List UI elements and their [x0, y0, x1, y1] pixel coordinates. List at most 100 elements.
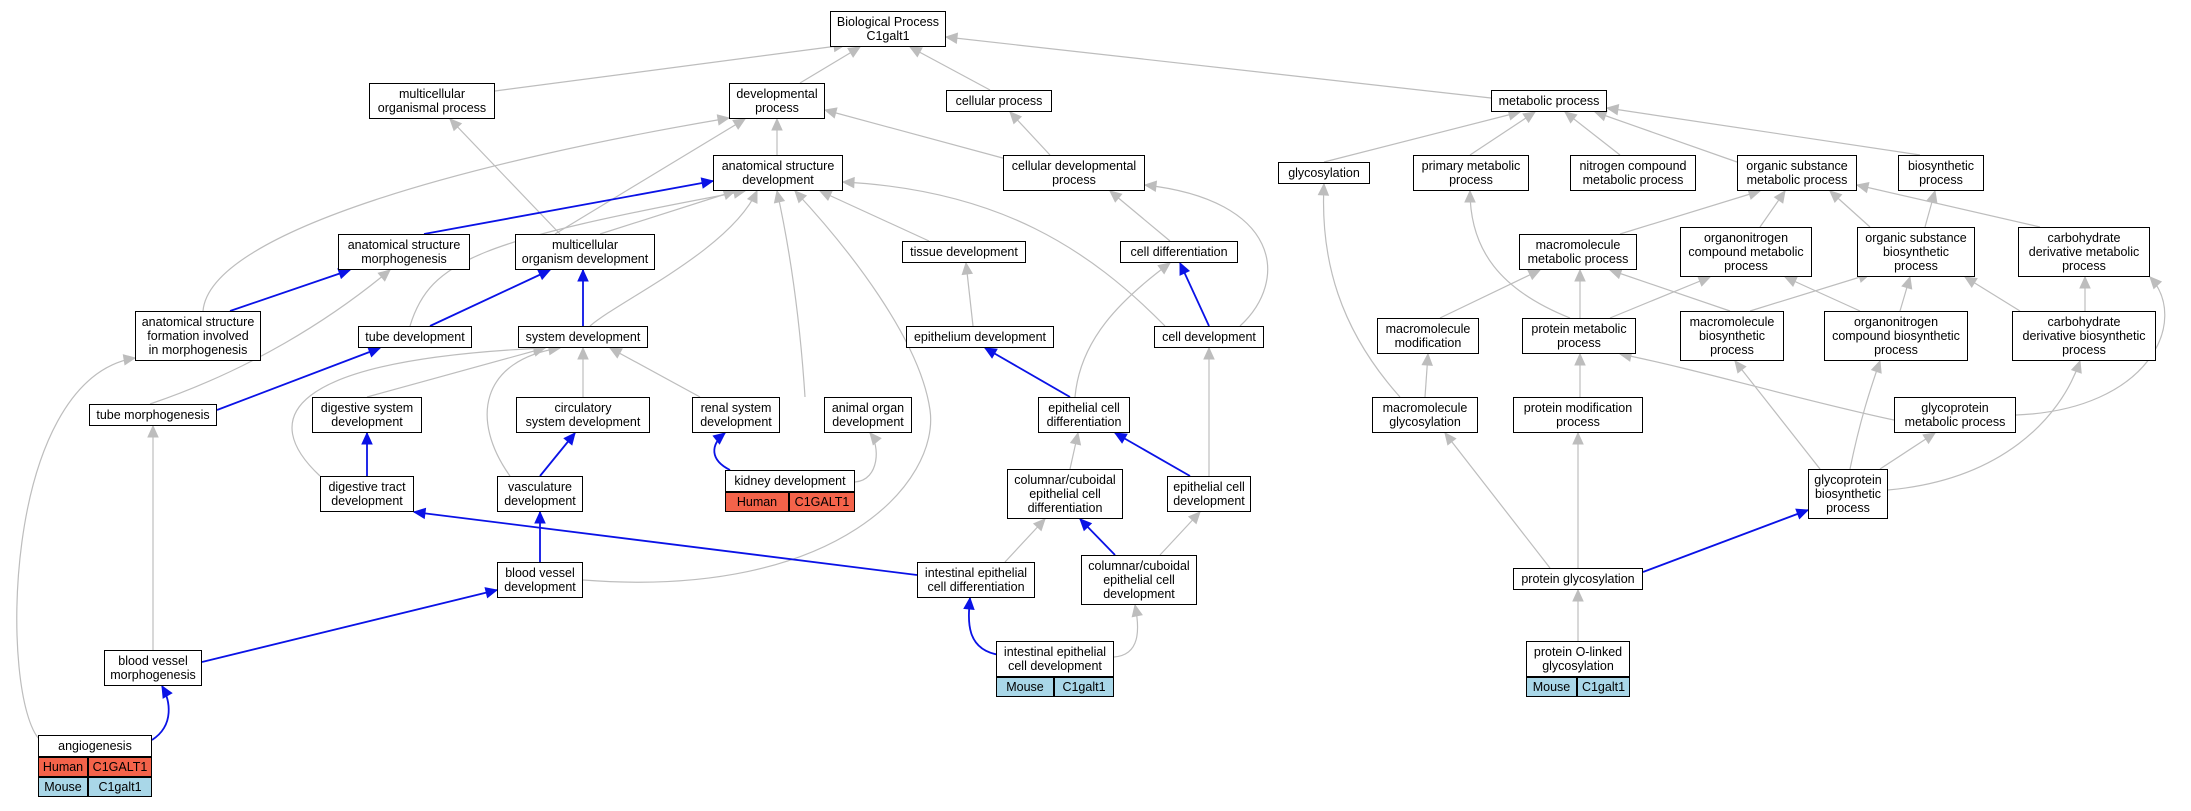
- mouse-species-cell: Mouse: [1526, 677, 1577, 697]
- node-biosynthetic-process[interactable]: biosynthetic process: [1898, 155, 1984, 191]
- graph-edge: [1444, 432, 1551, 569]
- node-protein-o-linked-glycosylation[interactable]: protein O-linked glycosylation: [1526, 641, 1630, 677]
- node-macromolecule-modification[interactable]: macromolecule modification: [1377, 318, 1479, 354]
- node-anatomical-structure-formation[interactable]: anatomical structure formation involved …: [135, 311, 261, 361]
- graph-edge: [1322, 183, 1401, 398]
- graph-edge: [413, 511, 918, 576]
- edge-arrowhead: [1527, 269, 1542, 281]
- node-glycoprotein-biosynthetic-process[interactable]: glycoprotein biosynthetic process: [1808, 469, 1888, 519]
- node-multicellular-organism-development[interactable]: multicellular organism development: [515, 234, 655, 270]
- graph-edge: [423, 180, 714, 235]
- node-angiogenesis[interactable]: angiogenesis: [38, 735, 152, 757]
- node-digestive-tract-development[interactable]: digestive tract development: [320, 476, 414, 512]
- edge-arrowhead: [823, 107, 838, 119]
- node-organonitrogen-compound-metabolic-process[interactable]: organonitrogen compound metabolic proces…: [1680, 227, 1812, 277]
- mouse-gene-cell[interactable]: C1galt1: [1054, 677, 1114, 697]
- node-primary-metabolic-process[interactable]: primary metabolic process: [1413, 155, 1529, 191]
- node-vasculature-development[interactable]: vasculature development: [497, 476, 583, 512]
- graph-edge: [824, 109, 1011, 161]
- edge-arrowhead: [1572, 588, 1584, 602]
- graph-edge: [494, 44, 846, 92]
- edge-arrowhead: [716, 114, 731, 126]
- edge-arrowhead: [1157, 262, 1171, 275]
- graph-edge: [1564, 111, 1621, 156]
- node-epithelial-cell-differentiation[interactable]: epithelial cell differentiation: [1038, 397, 1130, 433]
- graph-edge: [1619, 353, 1895, 421]
- node-anatomical-structure-morphogenesis[interactable]: anatomical structure morphogenesis: [338, 234, 470, 270]
- node-tube-development[interactable]: tube development: [358, 326, 472, 348]
- graph-edge: [201, 589, 498, 663]
- node-anatomical-structure-development[interactable]: anatomical structure development: [713, 155, 843, 191]
- graph-edge: [1887, 360, 2081, 491]
- node-digestive-system-development[interactable]: digestive system development: [312, 397, 422, 433]
- node-intestinal-epithelial-cell-development[interactable]: intestinal epithelial cell development: [996, 641, 1114, 677]
- edge-arrowhead: [1572, 431, 1584, 445]
- node-macromolecule-metabolic-process[interactable]: macromolecule metabolic process: [1519, 234, 1637, 270]
- node-animal-organ-development[interactable]: animal organ development: [824, 397, 912, 433]
- node-cell-differentiation[interactable]: cell differentiation: [1120, 241, 1238, 263]
- node-glycoprotein-metabolic-process[interactable]: glycoprotein metabolic process: [1894, 397, 2016, 433]
- node-biological-process[interactable]: Biological Process C1galt1: [830, 11, 946, 47]
- edge-arrowhead: [1734, 360, 1747, 374]
- node-blood-vessel-development[interactable]: blood vessel development: [497, 562, 583, 598]
- node-metabolic-process[interactable]: metabolic process: [1491, 90, 1607, 112]
- node-macromolecule-biosynthetic-process[interactable]: macromolecule biosynthetic process: [1680, 311, 1784, 361]
- edge-arrowhead: [361, 431, 373, 445]
- edge-arrowhead: [847, 46, 862, 58]
- edge-arrowhead: [746, 189, 758, 204]
- node-tissue-development[interactable]: tissue development: [902, 241, 1026, 263]
- human-gene-cell[interactable]: C1GALT1: [88, 757, 152, 777]
- edge-arrowhead: [2079, 275, 2091, 289]
- node-developmental-process[interactable]: developmental process: [729, 83, 825, 119]
- human-species-cell: Human: [38, 757, 88, 777]
- graph-edge: [945, 36, 1492, 99]
- node-carbohydrate-derivative-biosynthetic-process[interactable]: carbohydrate derivative biosynthetic pro…: [2012, 311, 2156, 361]
- edge-arrowhead: [700, 177, 715, 189]
- node-columnar-cuboidal-epithelial-cell-development[interactable]: columnar/cuboidal epithelial cell develo…: [1081, 555, 1197, 605]
- node-blood-vessel-morphogenesis[interactable]: blood vessel morphogenesis: [104, 650, 202, 686]
- node-multicellular-organismal-process[interactable]: multicellular organismal process: [369, 83, 495, 119]
- node-glycosylation[interactable]: glycosylation: [1278, 162, 1370, 184]
- node-circulatory-system-development[interactable]: circulatory system development: [516, 397, 650, 433]
- node-cellular-developmental-process[interactable]: cellular developmental process: [1003, 155, 1145, 191]
- node-columnar-cuboidal-epithelial-cell-differentiation[interactable]: columnar/cuboidal epithelial cell differ…: [1007, 469, 1123, 519]
- graph-edge: [409, 190, 746, 327]
- edge-arrowhead: [1855, 181, 1870, 194]
- node-macromolecule-glycosylation[interactable]: macromolecule glycosylation: [1372, 397, 1478, 433]
- node-protein-glycosylation[interactable]: protein glycosylation: [1513, 568, 1643, 590]
- node-intestinal-epithelial-cell-differentiation[interactable]: intestinal epithelial cell differentiati…: [917, 562, 1035, 598]
- edge-arrowhead: [1444, 432, 1457, 446]
- graph-edge: [1606, 107, 1921, 156]
- node-tube-morphogenesis[interactable]: tube morphogenesis: [89, 404, 217, 426]
- graph-edge: [1609, 276, 1711, 319]
- edge-arrowhead: [1179, 261, 1191, 276]
- node-renal-system-development[interactable]: renal system development: [692, 397, 780, 433]
- node-organic-substance-biosynthetic-process[interactable]: organic substance biosynthetic process: [1857, 227, 1975, 277]
- edge-arrowhead: [1773, 190, 1786, 204]
- edge-arrowhead: [367, 346, 382, 358]
- graph-edge: [1594, 111, 1738, 163]
- mouse-gene-cell[interactable]: C1galt1: [88, 777, 152, 797]
- edge-arrowhead: [1926, 189, 1938, 204]
- node-epithelium-development[interactable]: epithelium development: [906, 326, 1054, 348]
- graph-edge: [909, 46, 991, 91]
- node-kidney-development[interactable]: kidney development: [725, 470, 855, 492]
- edge-arrowhead: [1421, 352, 1433, 366]
- node-epithelial-cell-development[interactable]: epithelial cell development: [1167, 476, 1251, 512]
- edge-arrowhead: [1608, 268, 1623, 280]
- graph-edge: [799, 46, 861, 84]
- node-organonitrogen-compound-biosynthetic-process[interactable]: organonitrogen compound biosynthetic pro…: [1824, 311, 1968, 361]
- node-protein-metabolic-process[interactable]: protein metabolic process: [1522, 318, 1636, 354]
- graph-edge: [609, 347, 701, 398]
- node-nitrogen-compound-metabolic-process[interactable]: nitrogen compound metabolic process: [1570, 155, 1696, 191]
- node-organic-substance-metabolic-process[interactable]: organic substance metabolic process: [1737, 155, 1857, 191]
- edge-arrowhead: [771, 117, 783, 131]
- node-carbohydrate-derivative-metabolic-process[interactable]: carbohydrate derivative metabolic proces…: [2018, 227, 2150, 277]
- node-cellular-process[interactable]: cellular process: [946, 90, 1052, 112]
- node-system-development[interactable]: system development: [518, 326, 648, 348]
- node-cell-development[interactable]: cell development: [1154, 326, 1264, 348]
- node-protein-modification-process[interactable]: protein modification process: [1513, 397, 1643, 433]
- human-gene-cell[interactable]: C1GALT1: [789, 492, 855, 512]
- mouse-gene-cell[interactable]: C1galt1: [1577, 677, 1630, 697]
